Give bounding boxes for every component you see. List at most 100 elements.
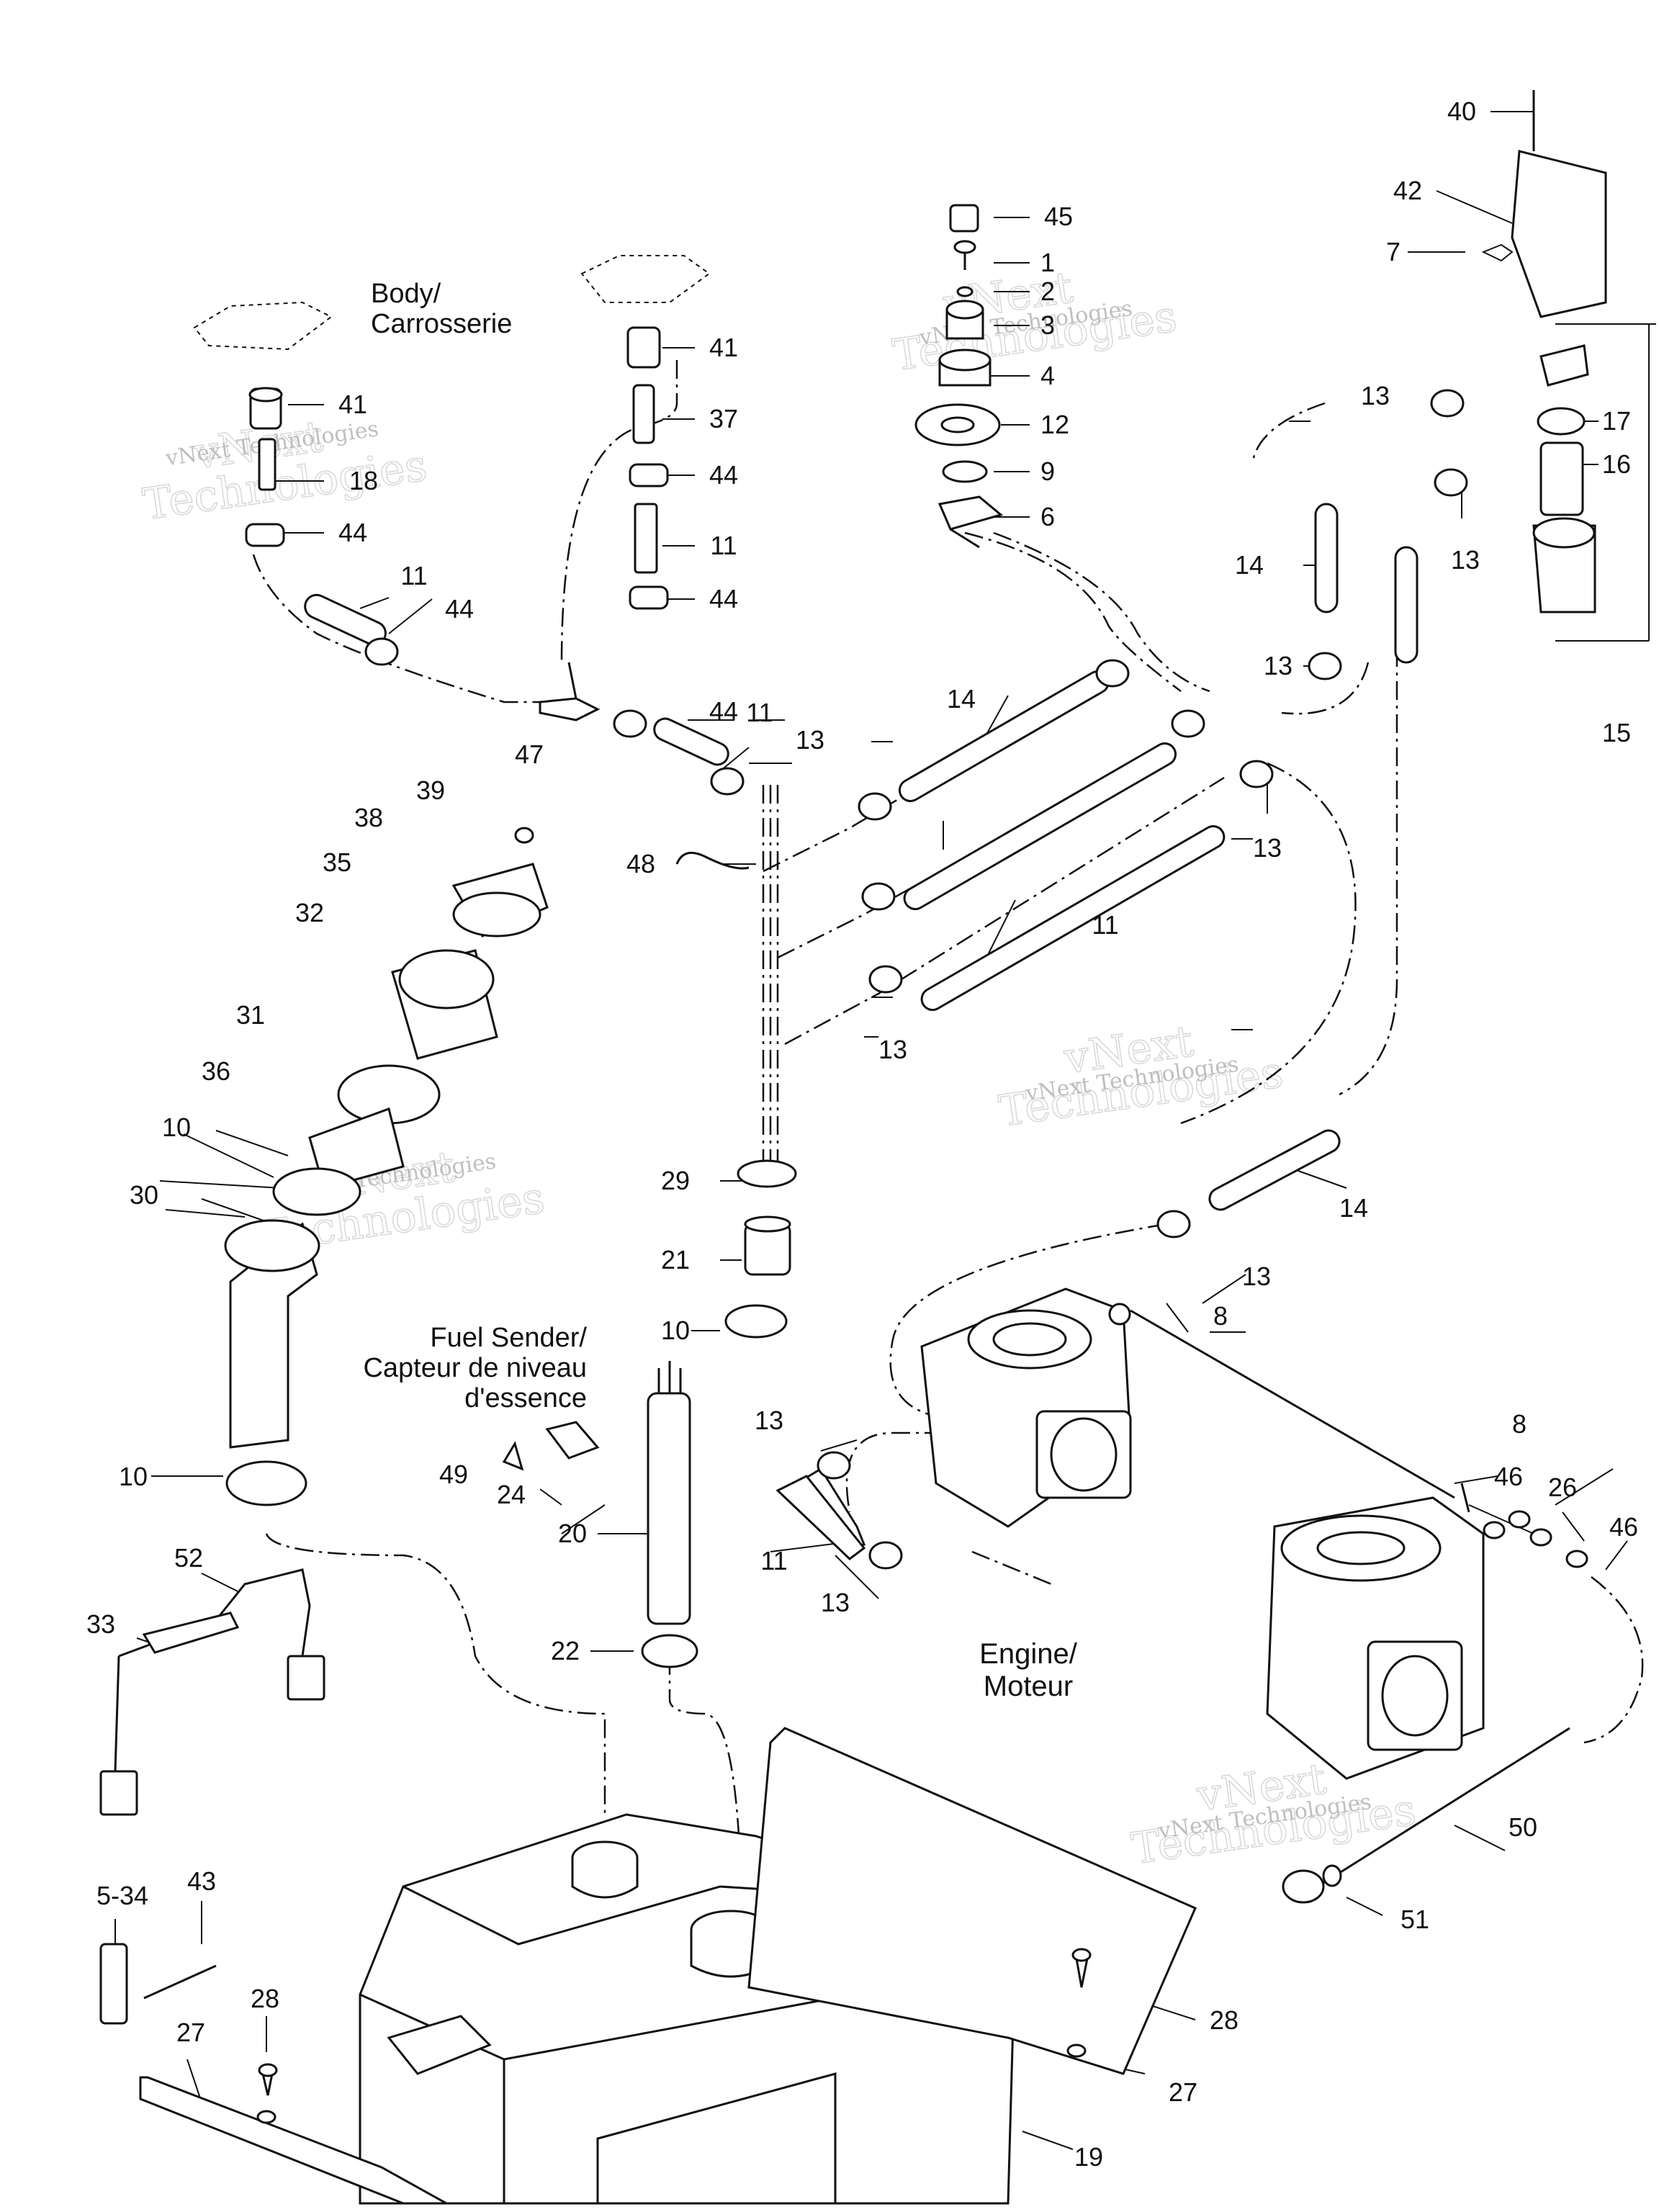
callout-18: 18 [349,466,378,495]
fasteners [99,1943,1092,2096]
body-panel-right [580,255,711,610]
tank-strap [99,1568,325,1816]
callout-14-b: 14 [947,684,976,714]
callout-35: 35 [323,848,351,877]
callout-44-e: 44 [445,594,474,624]
callout-31: 31 [236,1000,265,1030]
callout-11-e: 11 [760,1546,787,1575]
callout-13-b: 13 [1451,545,1480,575]
callout-50: 50 [1509,1812,1537,1842]
callout-44-c: 44 [709,584,738,613]
callout-42: 42 [1393,176,1422,205]
callout-10-a: 10 [162,1112,191,1142]
shield-panel-left [139,2076,451,2205]
callout-13-c: 13 [1264,651,1292,680]
callout-10-b: 10 [119,1462,148,1491]
filter-bracket [1481,90,1607,613]
callout-44-a: 44 [709,696,738,726]
callout-19: 19 [1074,2142,1103,2172]
y-fitting [539,662,601,721]
callout-11-b: 11 [746,698,773,727]
caption-body-line1: Body/ [371,279,441,309]
caption-engine-line1: Engine/ [979,1638,1078,1670]
callout-48: 48 [626,849,655,878]
callout-29: 29 [661,1166,690,1195]
callout-6: 6 [1040,502,1055,531]
callout-13-e: 13 [878,1035,907,1064]
clamp-44-left [364,637,745,796]
callout-labels: 40 42 7 45 1 2 3 4 12 9 6 13 13 17 16 15… [86,96,1638,2172]
caption-engine-line2: Moteur [984,1671,1074,1702]
callout-20: 20 [558,1519,587,1548]
callout-38: 38 [354,803,383,832]
throttle-cable [1130,1309,1570,1904]
callout-32: 32 [295,898,324,927]
callout-3: 3 [1040,310,1055,340]
callout-13-d: 13 [1253,833,1282,863]
callout-43: 43 [187,1866,216,1896]
filler-neck [224,827,549,1506]
callout-41-b: 41 [338,390,367,419]
callout-9: 9 [1040,457,1055,486]
callout-13-i: 13 [821,1588,850,1617]
callout-17: 17 [1602,406,1631,436]
hose-11-lower [775,1129,1341,1570]
callout-8-a: 8 [1213,1301,1228,1331]
callout-11-a: 11 [1092,910,1118,940]
callout-45: 45 [1044,202,1073,231]
fuel-sender [502,1159,797,1668]
callout-12: 12 [1040,410,1069,439]
carburetor-rear [1266,1496,1485,1780]
vent-assembly [914,204,1004,549]
washers-46 [1460,1483,1588,1568]
callout-14-c: 14 [1339,1193,1368,1223]
callout-1: 1 [1040,248,1055,277]
callout-33: 33 [86,1609,115,1639]
callout-8-b: 8 [1512,1409,1527,1439]
body-panel-left [193,301,333,547]
callout-37: 37 [709,404,738,433]
callout-28-b: 28 [251,1984,279,2013]
callout-13-a: 13 [1361,381,1390,410]
callout-36: 36 [202,1056,230,1086]
callout-22: 22 [551,1636,580,1665]
shield-panel-right [747,1727,1197,2075]
clamps-13-middle [858,389,1468,994]
cable-tie [675,851,750,870]
callout-26: 26 [1548,1473,1577,1502]
caption-body-line2: Carrosserie [371,309,512,339]
carburetor-front [783,1287,1132,1550]
callout-49: 49 [439,1460,468,1489]
callout-11-d: 11 [400,561,427,590]
caption-fuel-sender-line2: Capteur de niveau [363,1353,587,1383]
callout-4: 4 [1040,361,1055,390]
callout-40: 40 [1447,96,1476,126]
callout-13-h: 13 [755,1406,783,1435]
callout-47: 47 [515,739,544,769]
caption-fuel-sender-line3: d'essence [464,1383,587,1413]
callout-24: 24 [497,1480,526,1509]
callout-27-a: 27 [1169,2077,1197,2107]
callout-10-c: 10 [661,1316,690,1345]
callout-7: 7 [1386,237,1401,266]
callout-41-a: 41 [709,333,738,362]
callout-46-a: 46 [1494,1462,1523,1491]
callout-15: 15 [1602,718,1631,747]
callout-13-g: 13 [796,725,824,755]
callout-16: 16 [1602,449,1631,479]
callout-21: 21 [661,1245,690,1274]
callout-13-f: 13 [1242,1262,1271,1291]
callout-2: 2 [1040,276,1055,306]
callout-44-b: 44 [709,460,738,490]
callout-5-34: 5-34 [96,1881,148,1910]
long-hoses-middle [898,670,1226,1011]
callout-14-a: 14 [1235,550,1264,580]
callout-51: 51 [1401,1905,1429,1934]
callout-39: 39 [416,775,445,805]
callout-44-d: 44 [338,518,367,547]
hoses-14-right [1314,503,1419,664]
callout-11-c: 11 [710,531,737,560]
callout-30: 30 [130,1180,158,1210]
callout-27-b: 27 [176,2018,205,2047]
